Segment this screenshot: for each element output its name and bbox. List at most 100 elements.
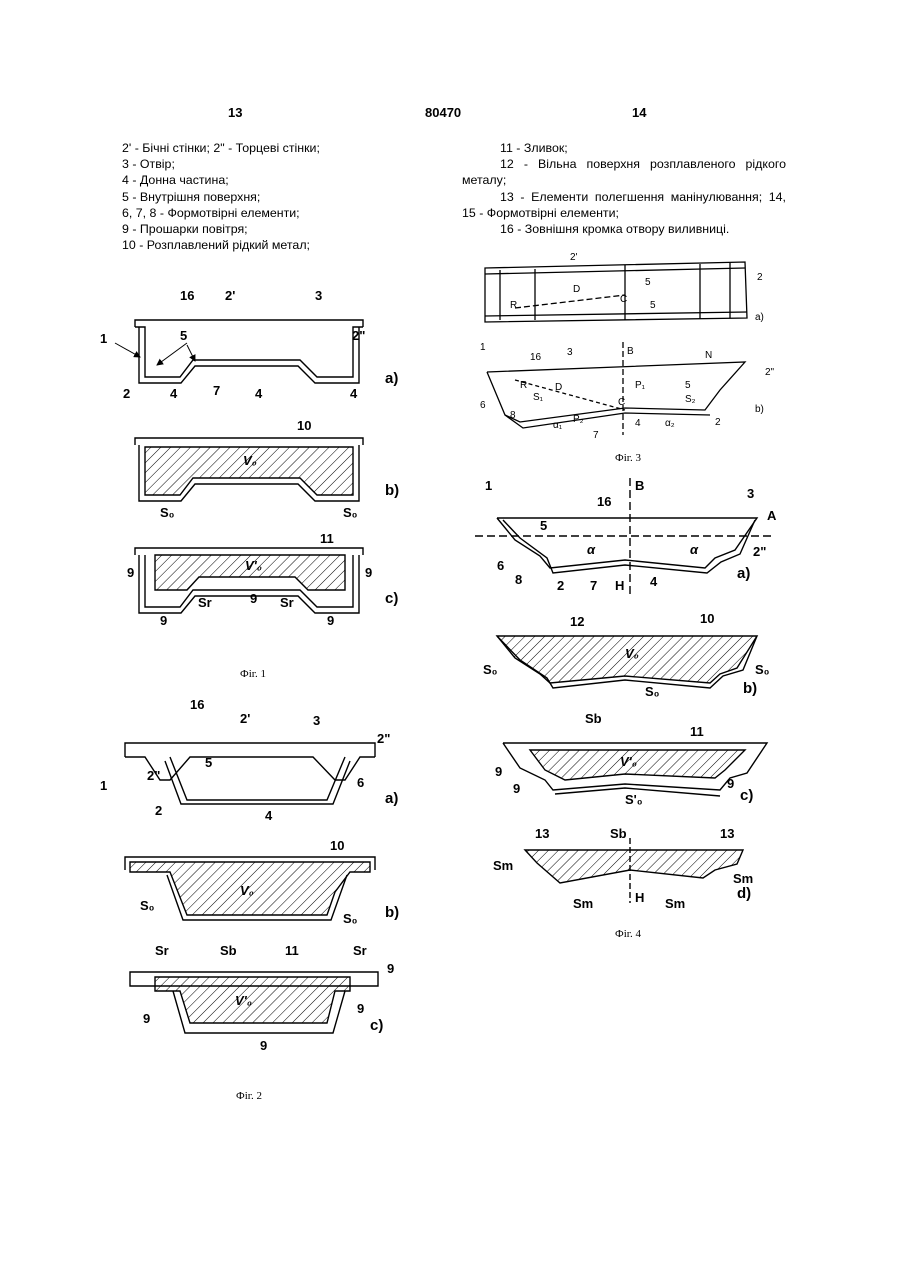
label: 9 bbox=[160, 613, 167, 628]
label: 7 bbox=[213, 383, 220, 398]
fig1-part-b bbox=[135, 438, 363, 501]
label: α₁ bbox=[553, 420, 563, 431]
label: c) bbox=[370, 1017, 383, 1034]
label: R bbox=[510, 300, 517, 311]
label: V₀ bbox=[240, 883, 254, 898]
label: 6 bbox=[480, 400, 486, 411]
label: 9 bbox=[387, 961, 394, 976]
legend-item: 5 - Внутрішня поверхня; bbox=[122, 189, 452, 205]
label: Sr bbox=[353, 943, 367, 958]
label: 13 bbox=[720, 826, 734, 841]
label: 2' bbox=[570, 252, 578, 263]
label: 7 bbox=[593, 430, 599, 441]
label: 4 bbox=[170, 386, 178, 401]
label: 3 bbox=[313, 713, 320, 728]
label: 16 bbox=[190, 697, 204, 712]
patent-number: 80470 bbox=[425, 105, 461, 120]
label: 3 bbox=[747, 486, 754, 501]
label: 2" bbox=[352, 328, 365, 343]
label: D bbox=[573, 284, 580, 295]
label: S₀ bbox=[140, 898, 155, 913]
label: 9 bbox=[513, 781, 520, 796]
label: a) bbox=[385, 370, 398, 387]
label: Sm bbox=[665, 896, 685, 911]
label: 12 bbox=[570, 614, 584, 629]
label: 9 bbox=[260, 1038, 267, 1053]
label: 5 bbox=[180, 328, 187, 343]
label: 9 bbox=[327, 613, 334, 628]
label: 2 bbox=[123, 386, 130, 401]
label: 11 bbox=[285, 943, 299, 958]
label: c) bbox=[740, 787, 753, 804]
label: 1 bbox=[100, 331, 107, 346]
label: V'₀ bbox=[245, 558, 262, 573]
label: b) bbox=[755, 404, 764, 415]
label: 16 bbox=[530, 352, 542, 363]
label: H bbox=[615, 578, 624, 593]
label: 13 bbox=[535, 826, 549, 841]
label: B bbox=[627, 346, 634, 357]
label: 2" bbox=[147, 768, 160, 783]
label: V₀ bbox=[243, 453, 257, 468]
label: 5 bbox=[645, 277, 651, 288]
label: S₂ bbox=[685, 394, 696, 405]
label: S₀ bbox=[755, 662, 770, 677]
label: 9 bbox=[127, 565, 134, 580]
label: 9 bbox=[727, 776, 734, 791]
label: Sm bbox=[733, 871, 753, 886]
label: 9 bbox=[250, 591, 257, 606]
label: 9 bbox=[495, 764, 502, 779]
label: 11 bbox=[690, 724, 704, 739]
label: 11 bbox=[320, 531, 334, 546]
label: V₀ bbox=[625, 646, 639, 661]
figure-1-caption: Фіг. 1 bbox=[240, 668, 266, 680]
label: b) bbox=[743, 680, 757, 697]
label: R bbox=[520, 380, 527, 391]
label: S'₀ bbox=[625, 792, 643, 807]
label: Sb bbox=[585, 711, 602, 726]
label: 10 bbox=[330, 838, 344, 853]
label: 6 bbox=[497, 558, 504, 573]
label: 8 bbox=[515, 572, 522, 587]
fig1-part-a bbox=[135, 320, 363, 383]
label: 16 bbox=[180, 288, 194, 303]
legend-item: 6, 7, 8 - Формотвірні елементи; bbox=[122, 205, 452, 221]
label: α bbox=[587, 542, 596, 557]
label: b) bbox=[385, 904, 399, 921]
legend-item: 10 - Розплавлений рідкий метал; bbox=[122, 237, 452, 253]
label: 5 bbox=[205, 755, 212, 770]
legend-item: 13 - Елементи полегшення манінулювання; … bbox=[462, 189, 786, 221]
legend-item: 2' - Бічні стінки; 2" - Торцеві стінки; bbox=[122, 140, 452, 156]
label: Sr bbox=[280, 595, 294, 610]
label: B bbox=[635, 478, 644, 493]
label: S₀ bbox=[645, 684, 660, 699]
label: a) bbox=[755, 312, 764, 323]
label: α bbox=[690, 542, 699, 557]
label: S₀ bbox=[343, 505, 358, 520]
label: 1 bbox=[100, 778, 107, 793]
label: 2" bbox=[765, 367, 775, 378]
legend-item: 11 - Зливок; bbox=[462, 140, 786, 156]
label: P₁ bbox=[635, 380, 646, 391]
label: d) bbox=[737, 885, 751, 902]
label: Sb bbox=[220, 943, 237, 958]
label: Sm bbox=[493, 858, 513, 873]
figure-4-drawing: 1 16 B 3 A 5 2" α α 6 8 2 7 H 4 a) 12 10… bbox=[475, 478, 795, 918]
label: α₂ bbox=[665, 418, 675, 429]
label: S₀ bbox=[160, 505, 175, 520]
figure-2-caption: Фіг. 2 bbox=[236, 1090, 262, 1102]
label: 7 bbox=[590, 578, 597, 593]
label: 1 bbox=[485, 478, 492, 493]
legend-item: 16 - Зовнішня кромка отвору виливниці. bbox=[462, 221, 786, 237]
label: 2 bbox=[757, 272, 763, 283]
label: P₂ bbox=[573, 414, 584, 425]
legend-item: 4 - Донна частина; bbox=[122, 172, 452, 188]
label: Sr bbox=[155, 943, 169, 958]
label: 4 bbox=[635, 418, 641, 429]
label: S₀ bbox=[343, 911, 358, 926]
label: A bbox=[767, 508, 777, 523]
legend-right: 11 - Зливок; 12 - Вільна поверхня розпла… bbox=[462, 140, 786, 237]
label: 4 bbox=[265, 808, 273, 823]
label: 5 bbox=[650, 300, 656, 311]
label: 4 bbox=[255, 386, 263, 401]
